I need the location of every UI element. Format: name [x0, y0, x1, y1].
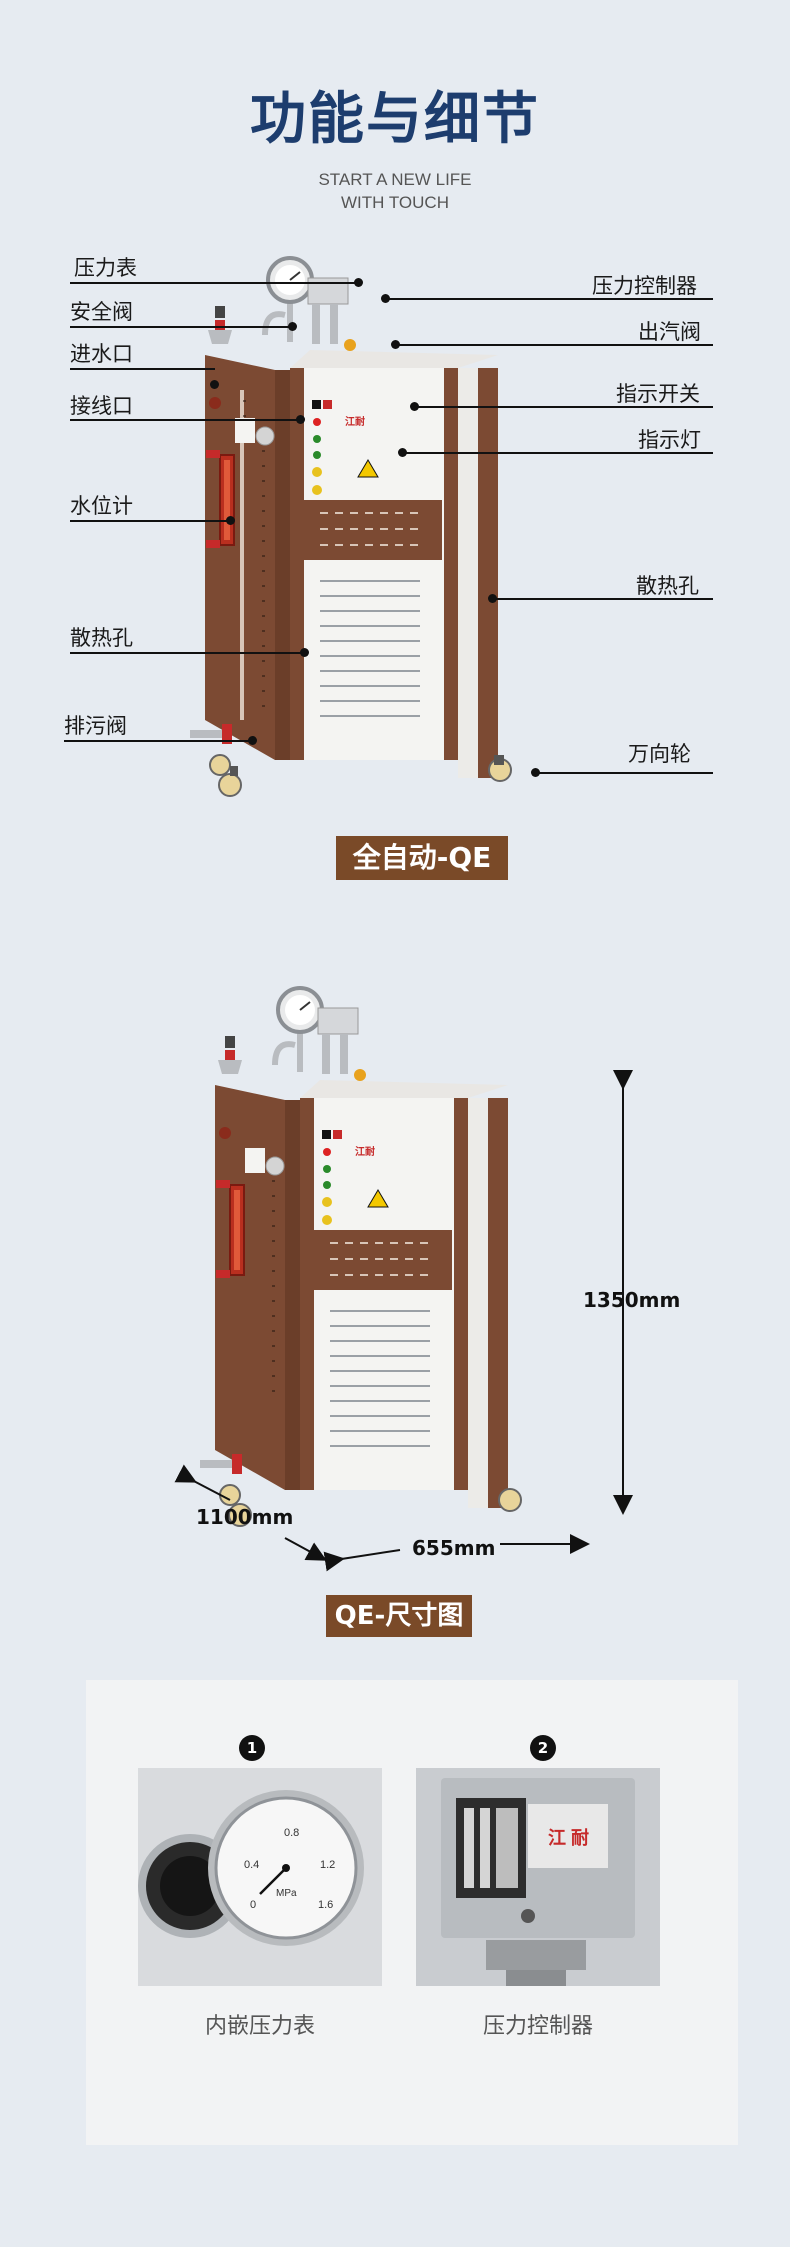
- leader-dot-indicator-switch: [410, 402, 419, 411]
- gauge-tick-0-8: 0.8: [284, 1827, 299, 1839]
- label-water-level-gauge: 水位计: [70, 494, 133, 518]
- svg-text:江耐: 江耐: [345, 415, 365, 428]
- label-wiring-port: 接线口: [70, 394, 133, 418]
- detail-caption-1: 内嵌压力表: [204, 2014, 315, 2039]
- leader-line-drain-valve: [64, 740, 254, 742]
- leader-line-steam-outlet-valve: [395, 344, 713, 346]
- subtitle-line-1: START A NEW LIFE: [318, 170, 472, 189]
- leader-line-pressure-gauge: [70, 282, 360, 284]
- label-steam-outlet-valve: 出汽阀: [638, 320, 701, 344]
- boiler-illustration-dimensions: 江耐: [200, 986, 522, 1527]
- gauge-unit: MPa: [276, 1888, 297, 1899]
- leader-line-water-level-gauge: [70, 520, 230, 522]
- label-drain-valve: 排污阀: [64, 714, 127, 738]
- boiler-illustration-features: 江耐: [190, 256, 512, 797]
- label-caster-wheel: 万向轮: [628, 742, 691, 766]
- pressure-gauge-image: 0.8 0.4 1.2 0 1.6 MPa: [138, 1768, 382, 1986]
- detail-number-2: 2: [530, 1735, 556, 1761]
- leader-dot-caster-wheel: [531, 768, 540, 777]
- leader-dot-water-inlet: [210, 380, 219, 389]
- label-cooling-holes-left: 散热孔: [70, 626, 133, 650]
- dimension-arrows: [174, 1070, 633, 1572]
- page-title: 功能与细节: [250, 87, 540, 152]
- label-cooling-holes-right: 散热孔: [636, 574, 699, 598]
- leader-line-safety-valve: [70, 326, 295, 328]
- leader-dot-safety-valve: [288, 322, 297, 331]
- detail-caption-2: 压力控制器: [482, 2014, 593, 2039]
- label-pressure-controller: 压力控制器: [592, 274, 697, 298]
- leader-dot-drain-valve: [248, 736, 257, 745]
- leader-dot-wiring-port: [296, 415, 305, 424]
- label-indicator-light: 指示灯: [638, 428, 701, 452]
- leader-line-pressure-controller: [385, 298, 713, 300]
- leader-line-caster-wheel: [535, 772, 713, 774]
- pressure-gauge-photo: 0.8 0.4 1.2 0 1.6 MPa: [138, 1768, 382, 1986]
- gauge-tick-1-2: 1.2: [320, 1859, 335, 1871]
- leader-line-cooling-holes-left: [70, 652, 306, 654]
- leader-dot-steam-outlet-valve: [391, 340, 400, 349]
- subtitle-line-2: WITH TOUCH: [341, 193, 449, 212]
- leader-line-cooling-holes-right: [492, 598, 713, 600]
- gauge-tick-0-4: 0.4: [244, 1859, 259, 1871]
- pressure-controller-photo: 江 耐: [416, 1768, 660, 1986]
- detail-number-1: 1: [239, 1735, 265, 1761]
- leader-dot-cooling-holes-left: [300, 648, 309, 657]
- label-pressure-gauge: 压力表: [74, 256, 137, 280]
- dimension-height-label: 1350mm: [583, 1288, 681, 1312]
- gauge-tick-1-6: 1.6: [318, 1899, 333, 1911]
- label-water-inlet: 进水口: [70, 342, 133, 366]
- page-subtitle: START A NEW LIFE WITH TOUCH: [0, 168, 790, 214]
- pressure-controller-image: 江 耐: [416, 1768, 660, 1986]
- detail-card: 1 2 0.8 0.4 1.2 0 1.6 MPa: [86, 1680, 738, 2145]
- controller-brand-logo: 江 耐: [548, 1827, 589, 1848]
- dimension-width-label: 655mm: [412, 1536, 496, 1560]
- leader-line-indicator-light: [402, 452, 713, 454]
- label-safety-valve: 安全阀: [70, 300, 133, 324]
- leader-line-wiring-port: [70, 419, 302, 421]
- model-badge-auto: 全自动-QE: [336, 836, 508, 880]
- gauge-tick-0: 0: [250, 1899, 256, 1911]
- leader-line-indicator-switch: [414, 406, 713, 408]
- leader-dot-cooling-holes-right: [488, 594, 497, 603]
- dimension-depth-label: 1100mm: [196, 1505, 294, 1529]
- label-indicator-switch: 指示开关: [616, 382, 700, 406]
- leader-dot-pressure-gauge: [354, 278, 363, 287]
- svg-text:江耐: 江耐: [355, 1145, 375, 1158]
- leader-line-water-inlet: [70, 368, 215, 370]
- leader-dot-indicator-light: [398, 448, 407, 457]
- leader-dot-pressure-controller: [381, 294, 390, 303]
- model-badge-dimensions: QE-尺寸图: [326, 1595, 472, 1637]
- leader-dot-water-level-gauge: [226, 516, 235, 525]
